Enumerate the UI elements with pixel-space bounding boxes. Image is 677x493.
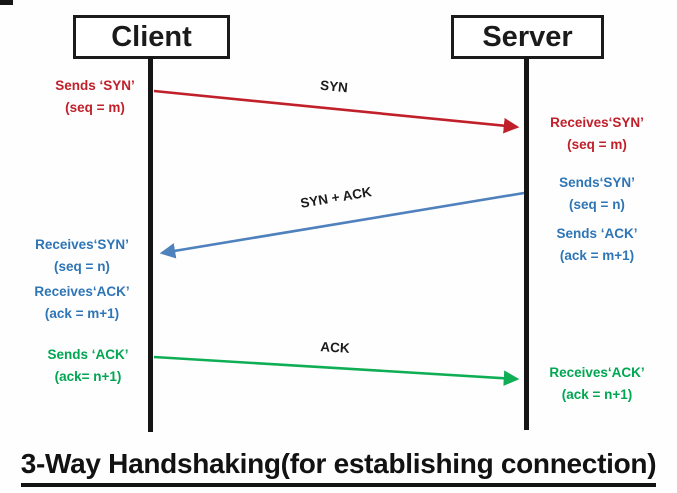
server-note-receives-syn: Receives‘SYN’ (seq = m) [522,112,672,156]
note-line: Sends ‘SYN’ [55,78,135,93]
syn-arrow [153,89,520,134]
server-label: Server [482,20,573,53]
client-note-sends-ack: Sends ‘ACK’ (ack= n+1) [13,344,163,388]
note-line: (seq = n) [54,259,110,274]
note-line: (ack = m+1) [44,306,120,321]
note-line: (ack = n+1) [561,387,633,402]
note-line: Receives‘SYN’ [550,115,644,130]
note-line: (ack= n+1) [54,369,122,384]
server-note-receives-ack: Receives‘ACK’ (ack = n+1) [522,362,672,406]
title-container: 3-Way Handshaking(for establishing conne… [0,448,677,487]
note-line: (seq = n) [569,197,625,212]
note-line: (seq = m) [65,100,125,115]
diagram-title: 3-Way Handshaking(for establishing conne… [20,448,657,487]
note-line: Sends‘SYN’ [559,175,635,190]
client-label: Client [111,20,192,53]
note-line: Receives‘ACK’ [34,284,130,299]
ack-arrow [153,355,520,386]
client-note-receives-ack: Receives‘ACK’ (ack = m+1) [7,281,157,325]
note-line: (seq = m) [567,137,627,152]
note-line: Receives‘ACK’ [549,365,645,380]
client-lifeline [148,57,153,432]
client-note-receives-syn: Receives‘SYN’ (seq = n) [7,234,157,278]
corner-artifact [0,0,13,5]
client-note-sends-syn: Sends ‘SYN’ (seq = m) [20,75,170,119]
server-actor-box: Server [451,15,604,59]
note-line: Receives‘SYN’ [35,237,129,252]
note-line: (ack = m+1) [559,248,635,263]
server-note-sends-syn: Sends‘SYN’ (seq = n) [522,172,672,216]
syn-ack-arrow [159,191,525,259]
note-line: Sends ‘ACK’ [556,226,638,241]
note-line: Sends ‘ACK’ [47,347,129,362]
server-note-sends-ack: Sends ‘ACK’ (ack = m+1) [522,223,672,267]
server-lifeline [524,57,529,430]
